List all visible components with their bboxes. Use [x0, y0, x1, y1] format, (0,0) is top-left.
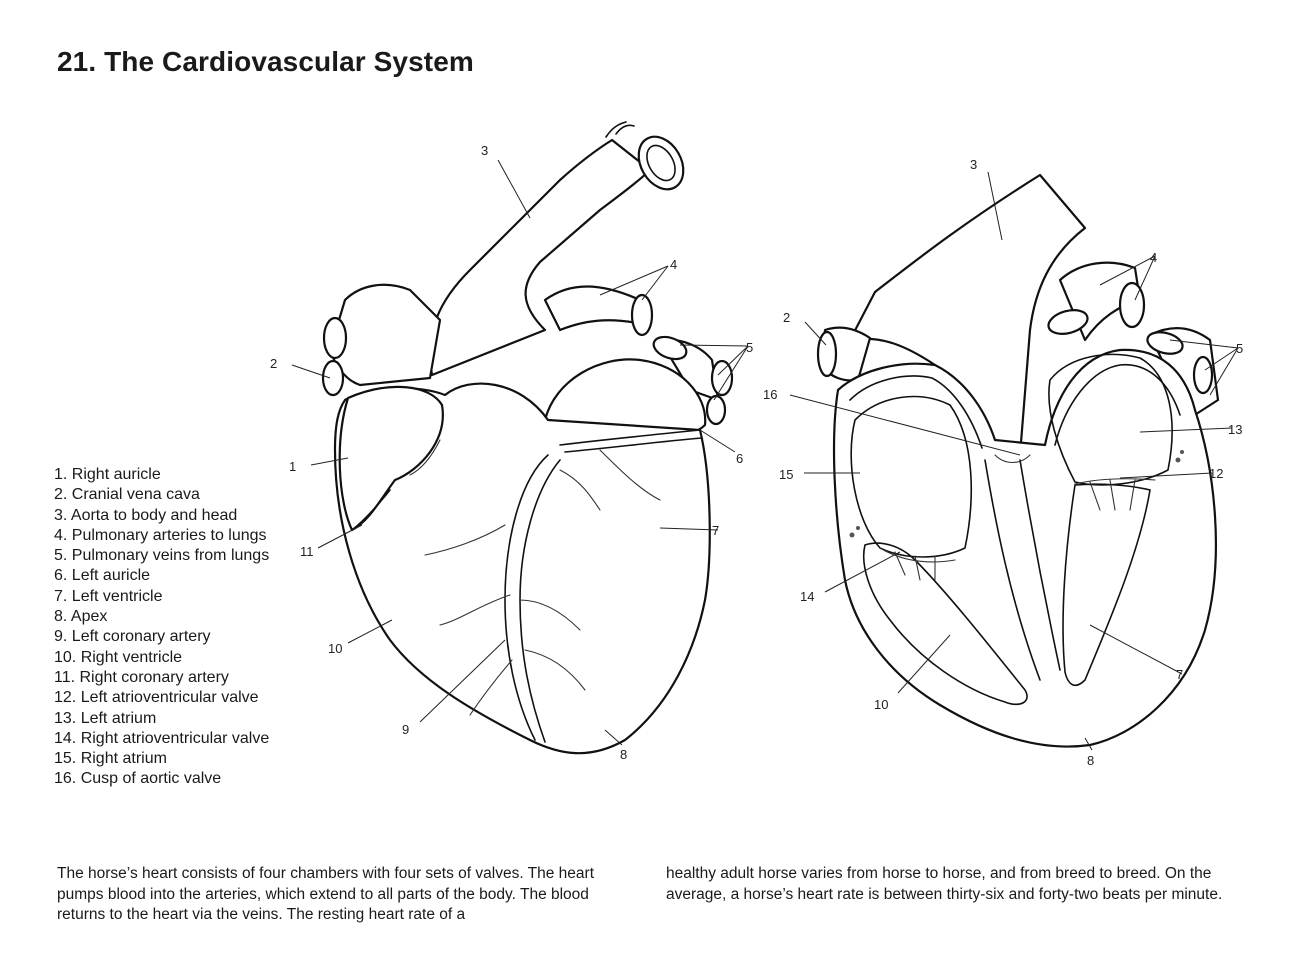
label-8: 8	[620, 747, 627, 762]
label-8: 8	[1087, 753, 1094, 768]
label-5: 5	[1236, 341, 1243, 356]
label-4: 4	[1150, 250, 1157, 265]
label-6: 6	[736, 451, 743, 466]
label-5: 5	[746, 340, 753, 355]
label-1: 1	[289, 459, 296, 474]
label-7: 7	[712, 523, 719, 538]
label-2: 2	[270, 356, 277, 371]
label-13: 13	[1228, 422, 1242, 437]
description-paragraph: healthy adult horse varies from horse to…	[666, 865, 1223, 903]
sectioned-heart-numbers: 2 3 4 5 7 8 10 12 13 14 15 16	[763, 157, 1243, 768]
label-10: 10	[874, 697, 888, 712]
label-15: 15	[779, 467, 793, 482]
external-heart-label-lines	[291, 159, 749, 746]
legend-item: 13. Left atrium	[54, 709, 157, 727]
label-3: 3	[970, 157, 977, 172]
label-10: 10	[328, 641, 342, 656]
label-4: 4	[670, 257, 677, 272]
legend-item: 3. Aorta to body and head	[54, 506, 238, 524]
external-heart-numbers: 1 2 3 4 5 6 7 8 9 10 11	[270, 143, 753, 762]
legend-item: 6. Left auricle	[54, 567, 151, 585]
legend-item: 2. Cranial vena cava	[54, 486, 200, 504]
legend-list: 1. Right auricle 2. Cranial vena cava 3.…	[54, 465, 269, 790]
legend-item: 9. Left coronary artery	[54, 628, 211, 646]
legend-item: 1. Right auricle	[54, 466, 161, 483]
legend-item: 7. Left ventricle	[54, 587, 163, 605]
page-title: 21. The Cardiovascular System	[57, 46, 474, 77]
legend-item: 5. Pulmonary veins from lungs	[54, 547, 270, 565]
label-3: 3	[481, 143, 488, 158]
label-7: 7	[1176, 667, 1183, 682]
legend-item: 15. Right atrium	[54, 750, 167, 768]
legend-item: 14. Right atrioventricular valve	[54, 729, 270, 747]
legend-item: 4. Pulmonary arteries to lungs	[54, 526, 267, 544]
sectioned-heart-illustration	[816, 173, 1220, 748]
label-11: 11	[300, 544, 314, 559]
legend-item: 16. Cusp of aortic valve	[54, 770, 222, 788]
legend-item: 8. Apex	[54, 608, 108, 626]
label-12: 12	[1209, 466, 1223, 481]
sectioned-heart-label-lines	[789, 171, 1239, 751]
external-heart-illustration	[321, 121, 734, 755]
label-14: 14	[800, 589, 814, 604]
description-paragraph: The horse’s heart consists of four chamb…	[57, 865, 595, 923]
legend-item: 10. Right ventricle	[54, 648, 183, 666]
label-9: 9	[402, 722, 409, 737]
legend-item: 12. Left atrioventricular valve	[54, 689, 259, 707]
legend-item: 11. Right coronary artery	[54, 668, 229, 686]
label-2: 2	[783, 310, 790, 325]
label-16: 16	[763, 387, 777, 402]
